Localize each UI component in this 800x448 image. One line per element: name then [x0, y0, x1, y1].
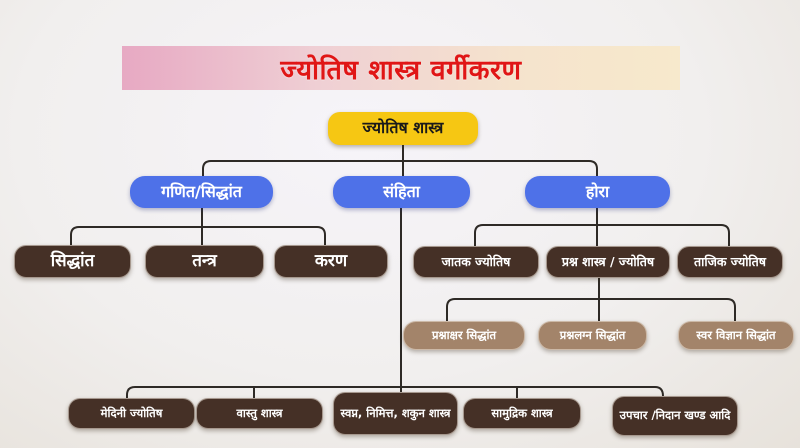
node-jatak-jyotish: जातक ज्योतिष: [413, 246, 539, 278]
connector-hora-children: [474, 224, 730, 247]
connector-samhita-children: [126, 386, 664, 399]
connector-root-branches: [202, 160, 598, 177]
node-prashna-shastra: प्रश्न शास्त्र / ज्योतिष: [546, 246, 670, 278]
node-prashnakshar-siddhant: प्रश्नाक्षर सिद्धांत: [403, 321, 525, 350]
node-tantra: तन्त्र: [145, 245, 264, 278]
diagram-title: ज्योतिष शास्त्र वर्गीकरण: [280, 54, 522, 86]
connector-ganit-children: [70, 226, 326, 246]
title-banner: ज्योतिष शास्त्र वर्गीकरण: [122, 46, 680, 90]
node-upchar-nidan-khand: उपचार /निदान खण्ड आदि: [612, 396, 738, 436]
node-swapna-nimitt-shakun: स्वप्न, निमित्त, शकुन शास्त्र: [333, 392, 458, 435]
node-karan: करण: [274, 245, 388, 278]
node-medini-jyotish: मेदिनी ज्योतिष: [68, 398, 195, 429]
node-swar-vigyan-siddhant: स्वर विज्ञान सिद्धांत: [678, 321, 794, 350]
node-jyotish-shastra: ज्योतिष शास्त्र: [328, 112, 478, 145]
node-siddhant: सिद्धांत: [14, 245, 131, 278]
node-samhita: संहिता: [333, 176, 470, 208]
node-vastu-shastra: वास्तु शास्त्र: [196, 398, 323, 429]
node-samudrik-shastra: सामुद्रिक शास्त्र: [463, 398, 581, 429]
node-prashnalagna-siddhant: प्रश्नलग्न सिद्धांत: [538, 321, 647, 350]
node-tajik-jyotish: ताजिक ज्योतिष: [677, 246, 783, 278]
node-hora: होरा: [525, 176, 670, 208]
connector-prashna-children: [446, 298, 736, 322]
node-ganit-siddhant: गणित/सिद्धांत: [130, 176, 273, 208]
